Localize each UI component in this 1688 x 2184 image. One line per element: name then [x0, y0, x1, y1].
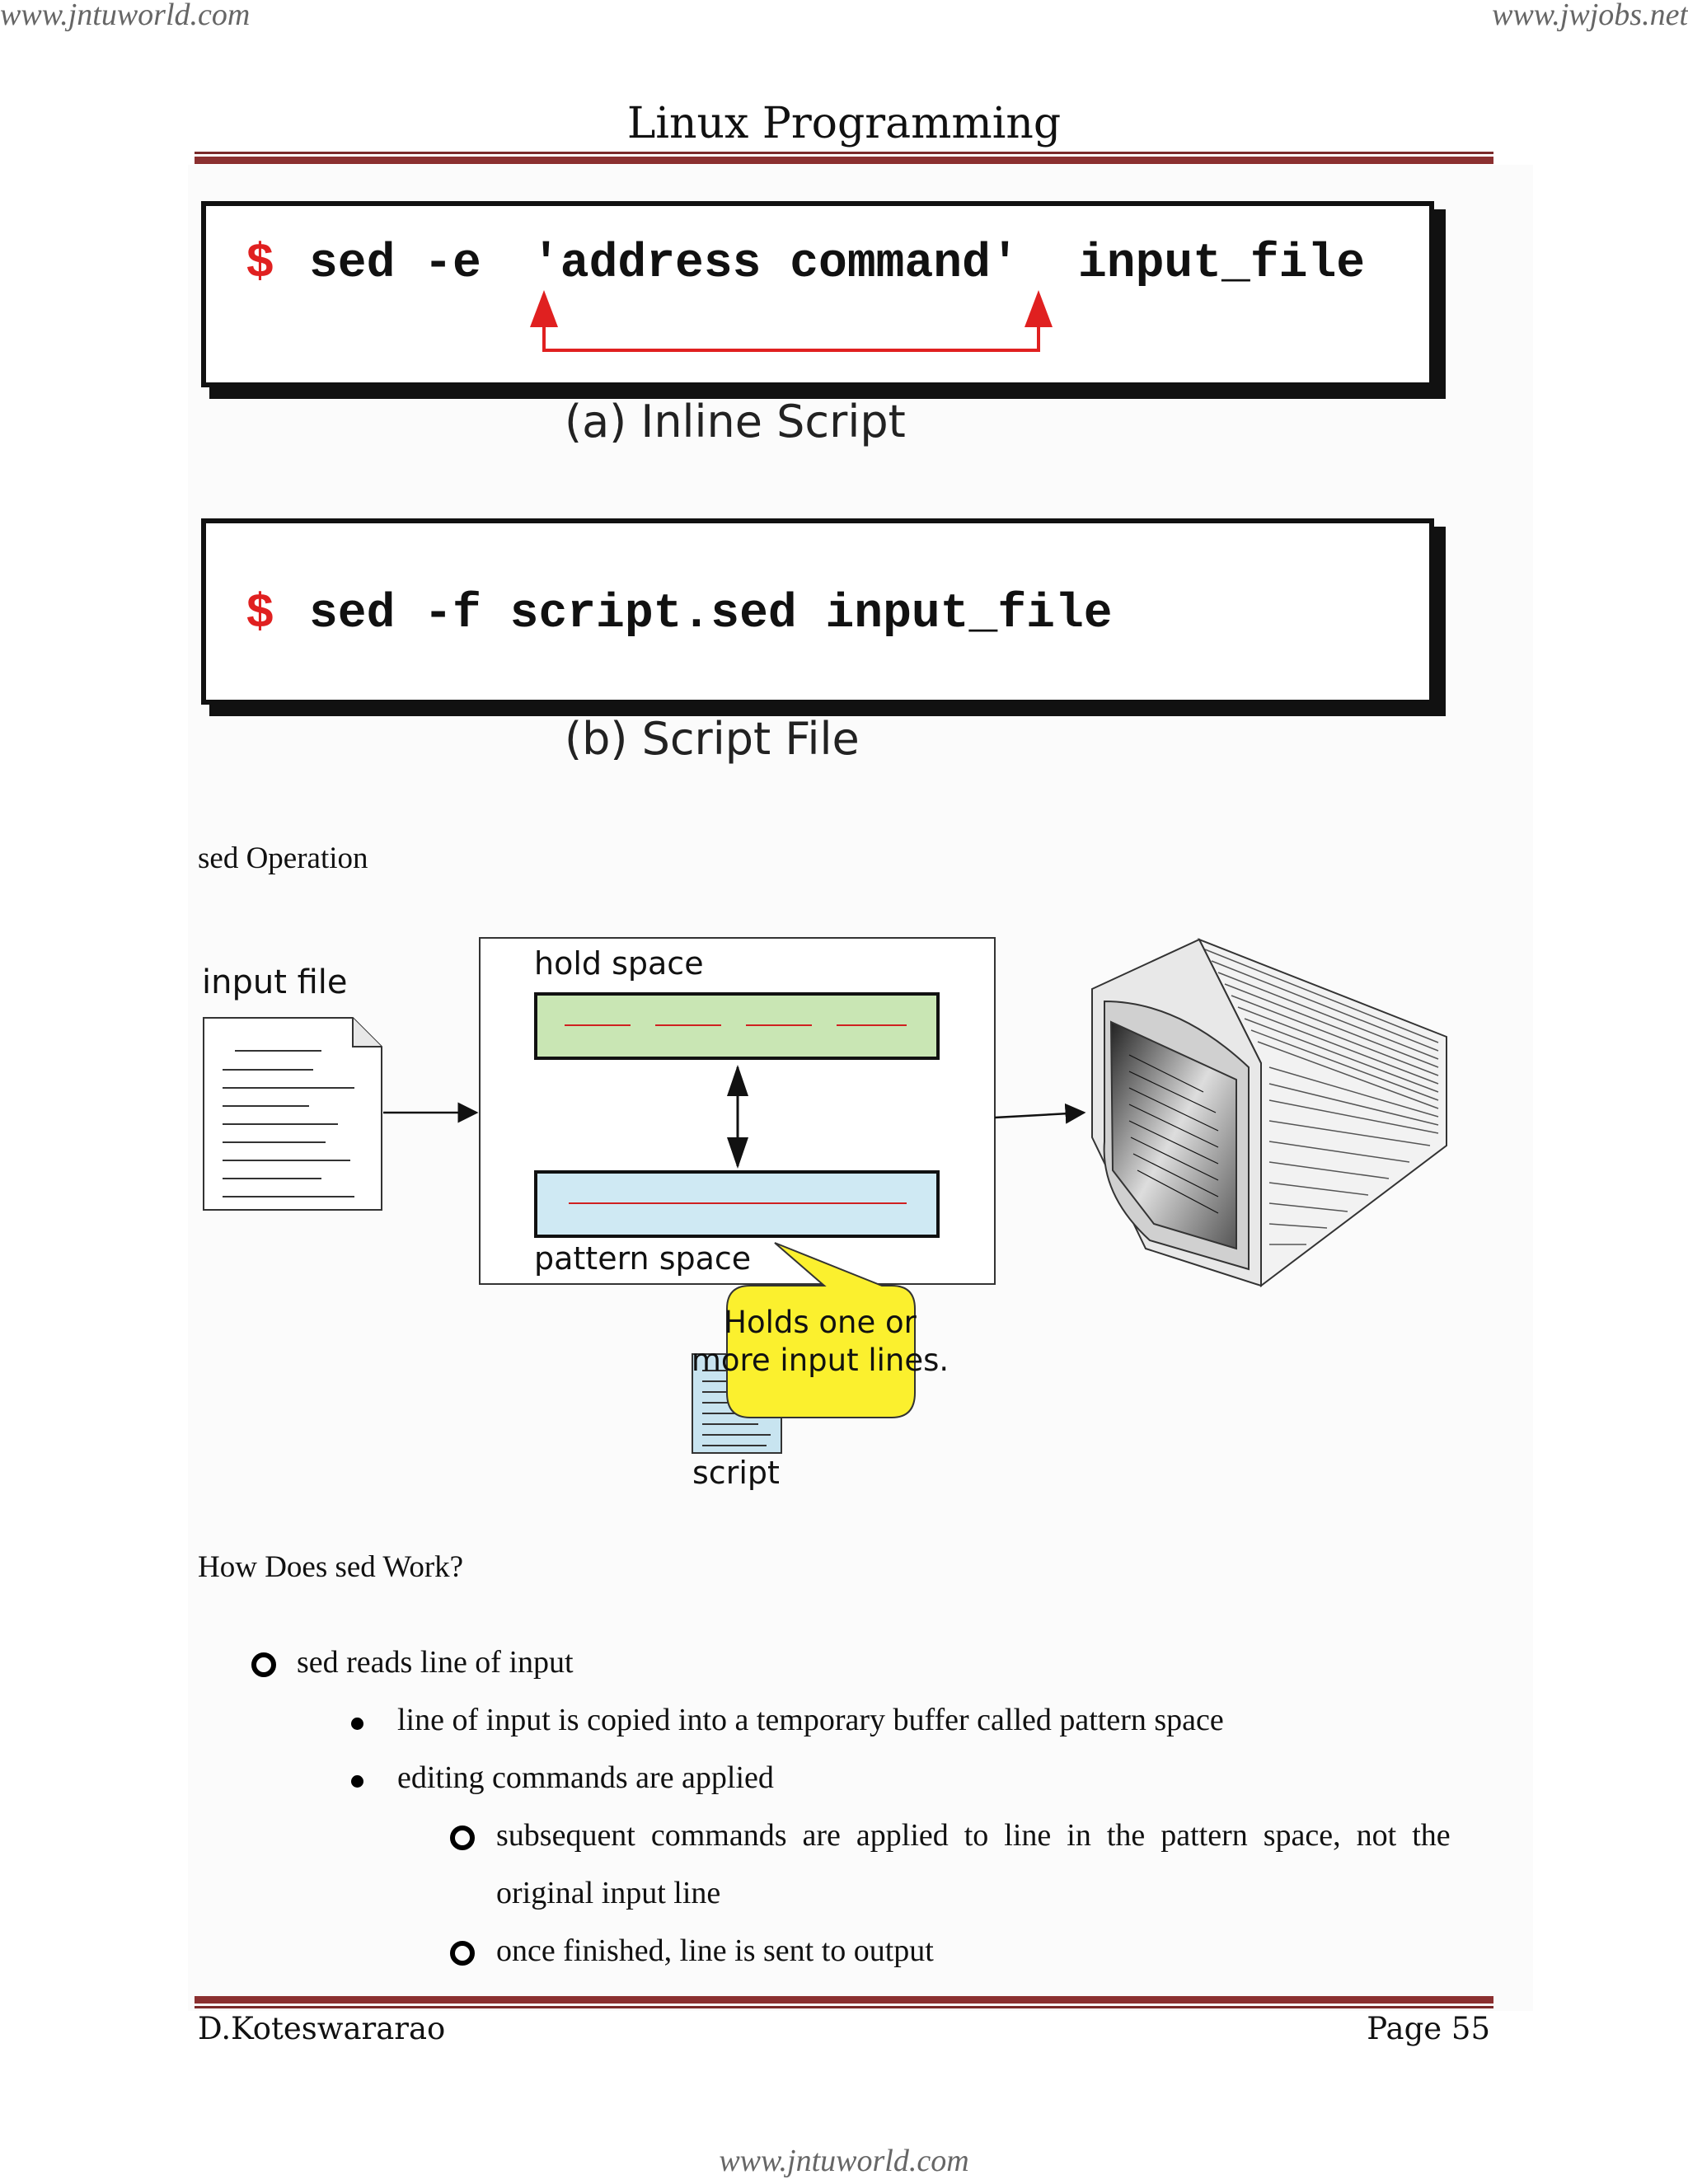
figure-a-box	[201, 201, 1434, 387]
figure-a-script-part: 'address command'	[532, 237, 1020, 291]
footer-author: D.Koteswararao	[198, 2011, 446, 2046]
callout-line-2: more input lines.	[692, 1343, 949, 1378]
footer-page-number: Page 55	[1367, 2011, 1490, 2046]
figure-b-box	[201, 518, 1434, 705]
page-header-title: Linux Programming	[626, 99, 1062, 148]
list-item-level-3-continued: original input line	[496, 1876, 721, 1910]
arrow-sed-to-output	[994, 1103, 1086, 1124]
list-item-level-2: line of input is copied into a temporary…	[397, 1703, 1224, 1737]
figure-b-command: sed -f script.sed input_file	[309, 588, 1113, 641]
list-item-level-3: once finished, line is sent to output	[496, 1933, 934, 1968]
callout-bubble	[726, 1242, 916, 1418]
watermark-top-right: www.jwjobs.net	[1492, 0, 1688, 32]
figure-a-bracket	[542, 321, 1040, 352]
watermark-top-left: www.jntuworld.com	[0, 0, 251, 32]
figure-a-command: sed -e	[309, 237, 481, 291]
watermark-bottom: www.jntuworld.com	[719, 2144, 969, 2178]
figure-a-caption: (a) Inline Script	[565, 396, 906, 448]
script-label: script	[692, 1455, 780, 1491]
figure-a-arrow-left	[530, 290, 558, 327]
figure-a-arrow-right	[1025, 290, 1053, 327]
inline-script-figure: $ sed -e 'address command' input_file (a…	[201, 201, 1446, 448]
list-item-level-1: sed reads line of input	[297, 1645, 574, 1680]
hold-space-label: hold space	[534, 945, 704, 982]
figure-b-prompt: $	[246, 588, 274, 641]
list-item-level-2: editing commands are applied	[397, 1760, 774, 1795]
header-rule	[195, 152, 1493, 164]
script-file-figure: $ sed -f script.sed input_file (b) Scrip…	[201, 518, 1446, 765]
footer-rule	[195, 1996, 1493, 2008]
list-bullet-ring	[251, 1652, 276, 1677]
figure-a-file: input_file	[1078, 237, 1365, 291]
list-bullet-dot	[351, 1718, 363, 1730]
section-heading-sed-operation: sed Operation	[198, 841, 368, 875]
pattern-space-label: pattern space	[534, 1240, 751, 1277]
monitor-icon	[1091, 938, 1447, 1288]
input-file-label: input file	[202, 963, 348, 1001]
list-bullet-dot	[351, 1775, 363, 1788]
list-bullet-ring	[450, 1941, 475, 1966]
figure-a-prompt: $	[246, 237, 274, 291]
list-bullet-ring	[450, 1825, 475, 1850]
list-item-level-3: subsequent commands are applied to line …	[496, 1818, 1451, 1853]
section-heading-how-sed-works: How Does sed Work?	[198, 1550, 464, 1584]
callout-line-1: Holds one or	[724, 1305, 917, 1340]
input-file-icon	[203, 1017, 382, 1211]
sed-operation-diagram: input file hold space pattern space	[202, 937, 1447, 1491]
figure-b-caption: (b) Script File	[565, 713, 860, 765]
